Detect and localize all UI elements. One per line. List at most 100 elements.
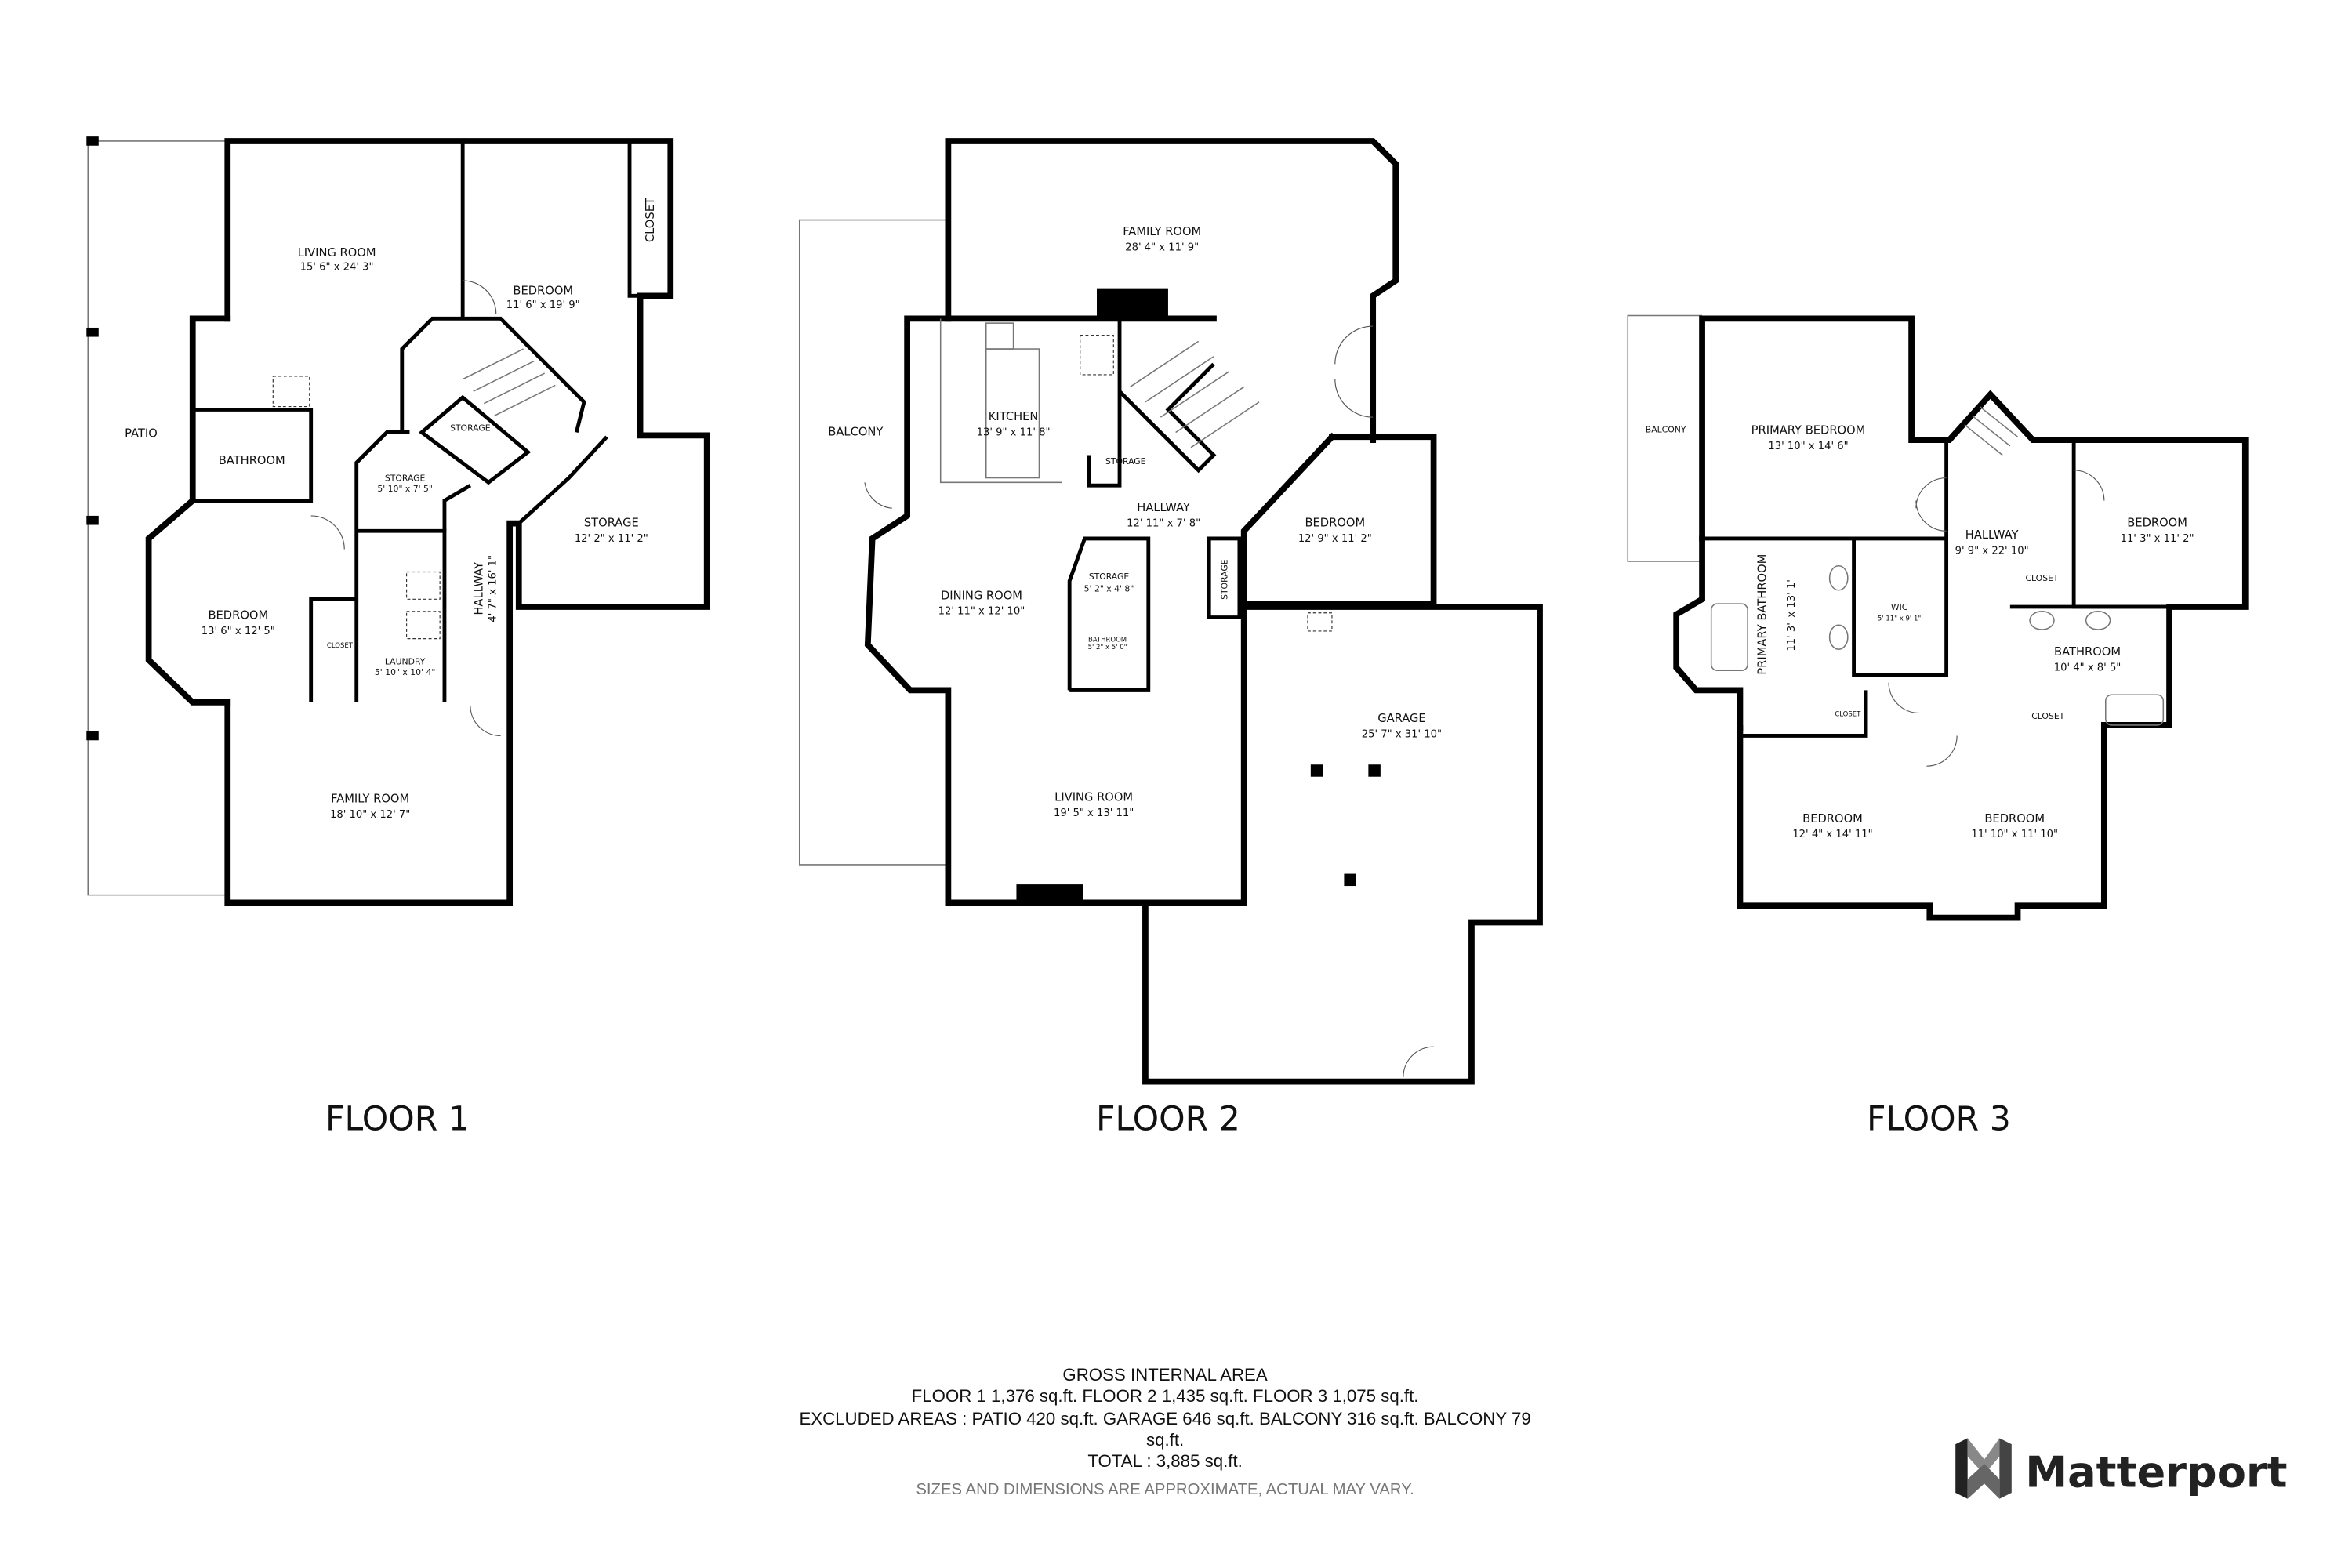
floor-2-plan: FAMILY ROOM 28' 4" x 11' 9" BALCONY KITC… [798, 138, 1543, 1139]
door-swing[interactable] [470, 705, 501, 737]
room-label: HALLWAY [472, 562, 485, 615]
room-dims: 25' 7" x 31' 10" [1362, 728, 1442, 740]
sink [1828, 624, 1849, 650]
room-label: PRIMARY BEDROOM [1751, 423, 1866, 437]
sink [2029, 611, 2055, 630]
door-swing[interactable] [463, 280, 497, 314]
room-dims: 11' 10" x 11' 10" [1971, 829, 2058, 840]
sink [2085, 611, 2111, 630]
kitchen-counter [939, 318, 1062, 484]
room-label: BEDROOM [1984, 812, 2045, 826]
garage-wall [1142, 604, 1543, 1085]
storage-wall [1087, 318, 1122, 488]
room-label: BALCONY [828, 425, 883, 438]
stair-wall [1118, 362, 1217, 474]
summary-disclaimer: SIZES AND DIMENSIONS ARE APPROXIMATE, AC… [916, 1481, 1414, 1498]
closet-wall [1740, 690, 1868, 738]
summary-heading: GROSS INTERNAL AREA [1062, 1365, 1267, 1385]
garage-post [1368, 764, 1381, 777]
room-dims: 12' 2" x 11' 2" [575, 533, 648, 545]
room-dims: 4' 7" x 16' 1" [488, 555, 499, 622]
room-label: BALCONY [1646, 424, 1686, 434]
patio-post [86, 136, 99, 146]
door-swing[interactable] [864, 482, 892, 509]
room-dims: 11' 3" x 11' 2" [2121, 533, 2194, 545]
closet-wall [309, 597, 357, 702]
door-swing[interactable] [1926, 735, 1958, 767]
room-label: PRIMARY BATHROOM [1755, 554, 1769, 675]
wall [354, 430, 410, 702]
door-swing[interactable] [1403, 1046, 1434, 1077]
room-label: BEDROOM [513, 284, 573, 297]
garage-post [1344, 873, 1356, 887]
room-dims: 12' 11" x 12' 10" [938, 606, 1025, 618]
area-summary: GROSS INTERNAL AREA FLOOR 1 1,376 sq.ft.… [799, 1365, 1530, 1498]
room-dims: 28' 4" x 11' 9" [1125, 241, 1199, 253]
matterport-logo: Matterport [1955, 1438, 2288, 1499]
room-dims: 5' 11" x 9' 1" [1878, 615, 1921, 622]
bathtub [2105, 694, 2165, 726]
floor-2-west-wall [864, 315, 1247, 906]
floor-1-outer-wall [224, 138, 710, 906]
room-dims: 18' 10" x 12' 7" [330, 809, 410, 821]
room-dims: 11' 3" x 13' 1" [1786, 578, 1798, 652]
hallway-wall [442, 484, 472, 532]
balcony-outline [798, 219, 949, 866]
appliance-outline [405, 571, 441, 600]
room-dims: 5' 10" x 7' 5" [377, 484, 433, 494]
room-label: LAUNDRY [385, 657, 426, 667]
storage-closet-wall [1207, 536, 1242, 619]
room-label: STORAGE [1105, 456, 1146, 466]
brand-name: Matterport [2025, 1447, 2287, 1497]
room-label: FAMILY ROOM [331, 793, 409, 806]
stove-icon [985, 322, 1014, 350]
room-label: HALLWAY [1965, 528, 2019, 542]
room-dims: 5' 2" x 4' 8" [1084, 584, 1134, 594]
sink [1828, 564, 1849, 591]
storage-bathroom-wall [1067, 536, 1151, 692]
storage-wall [517, 435, 608, 525]
french-door-swing[interactable] [1334, 325, 1374, 418]
appliance-outline [272, 376, 310, 408]
door-swing[interactable] [2074, 470, 2105, 501]
floor-title: FLOOR 1 [325, 1100, 470, 1139]
room-label: FAMILY ROOM [1123, 225, 1201, 238]
floor-3-plan: BALCONY PRIMARY BEDROOM 13' 10" x 14' 6"… [1627, 314, 2249, 1139]
garage-post [1310, 764, 1323, 777]
floor-1-west-wall [145, 315, 231, 706]
appliance-outline [405, 611, 441, 640]
room-label: BATHROOM [2054, 645, 2121, 659]
room-dims: 11' 6" x 19' 9" [506, 299, 580, 311]
floor-title: FLOOR 2 [1096, 1100, 1240, 1139]
closet-wall [627, 140, 671, 298]
stair-wall [400, 316, 586, 434]
door-swing[interactable] [310, 515, 345, 550]
family-room-wall [945, 138, 1399, 444]
room-label: CLOSET [327, 642, 354, 650]
room-label: CLOSET [1835, 710, 1861, 718]
room-label: STORAGE [1089, 572, 1130, 582]
room-label: STORAGE [1219, 559, 1229, 600]
fireplace [1016, 884, 1083, 903]
patio-post [86, 731, 99, 741]
room-label: BEDROOM [1305, 516, 1365, 529]
room-dims: 10' 4" x 8' 5" [2054, 662, 2122, 673]
room-label: STORAGE [584, 516, 639, 529]
room-label: PATIO [125, 426, 158, 440]
room-dims: 12' 9" x 11' 2" [1298, 533, 1372, 545]
appliance-outline [1307, 612, 1333, 632]
room-label: WIC [1891, 602, 1907, 612]
summary-excluded: EXCLUDED AREAS : PATIO 420 sq.ft. GARAGE… [799, 1409, 1530, 1428]
room-dims: 13' 10" x 14' 6" [1768, 441, 1848, 452]
room-label: KITCHEN [989, 410, 1039, 423]
floor-title: FLOOR 3 [1867, 1100, 2011, 1139]
room-label: LIVING ROOM [298, 246, 376, 260]
french-door-swing[interactable] [1915, 477, 1947, 532]
summary-excluded-cont: sq.ft. [1146, 1430, 1184, 1450]
stairs [462, 348, 556, 416]
room-label: HALLWAY [1137, 501, 1190, 514]
appliance-outline [1080, 335, 1114, 376]
door-swing[interactable] [1888, 682, 1919, 714]
room-label: STORAGE [385, 473, 426, 483]
